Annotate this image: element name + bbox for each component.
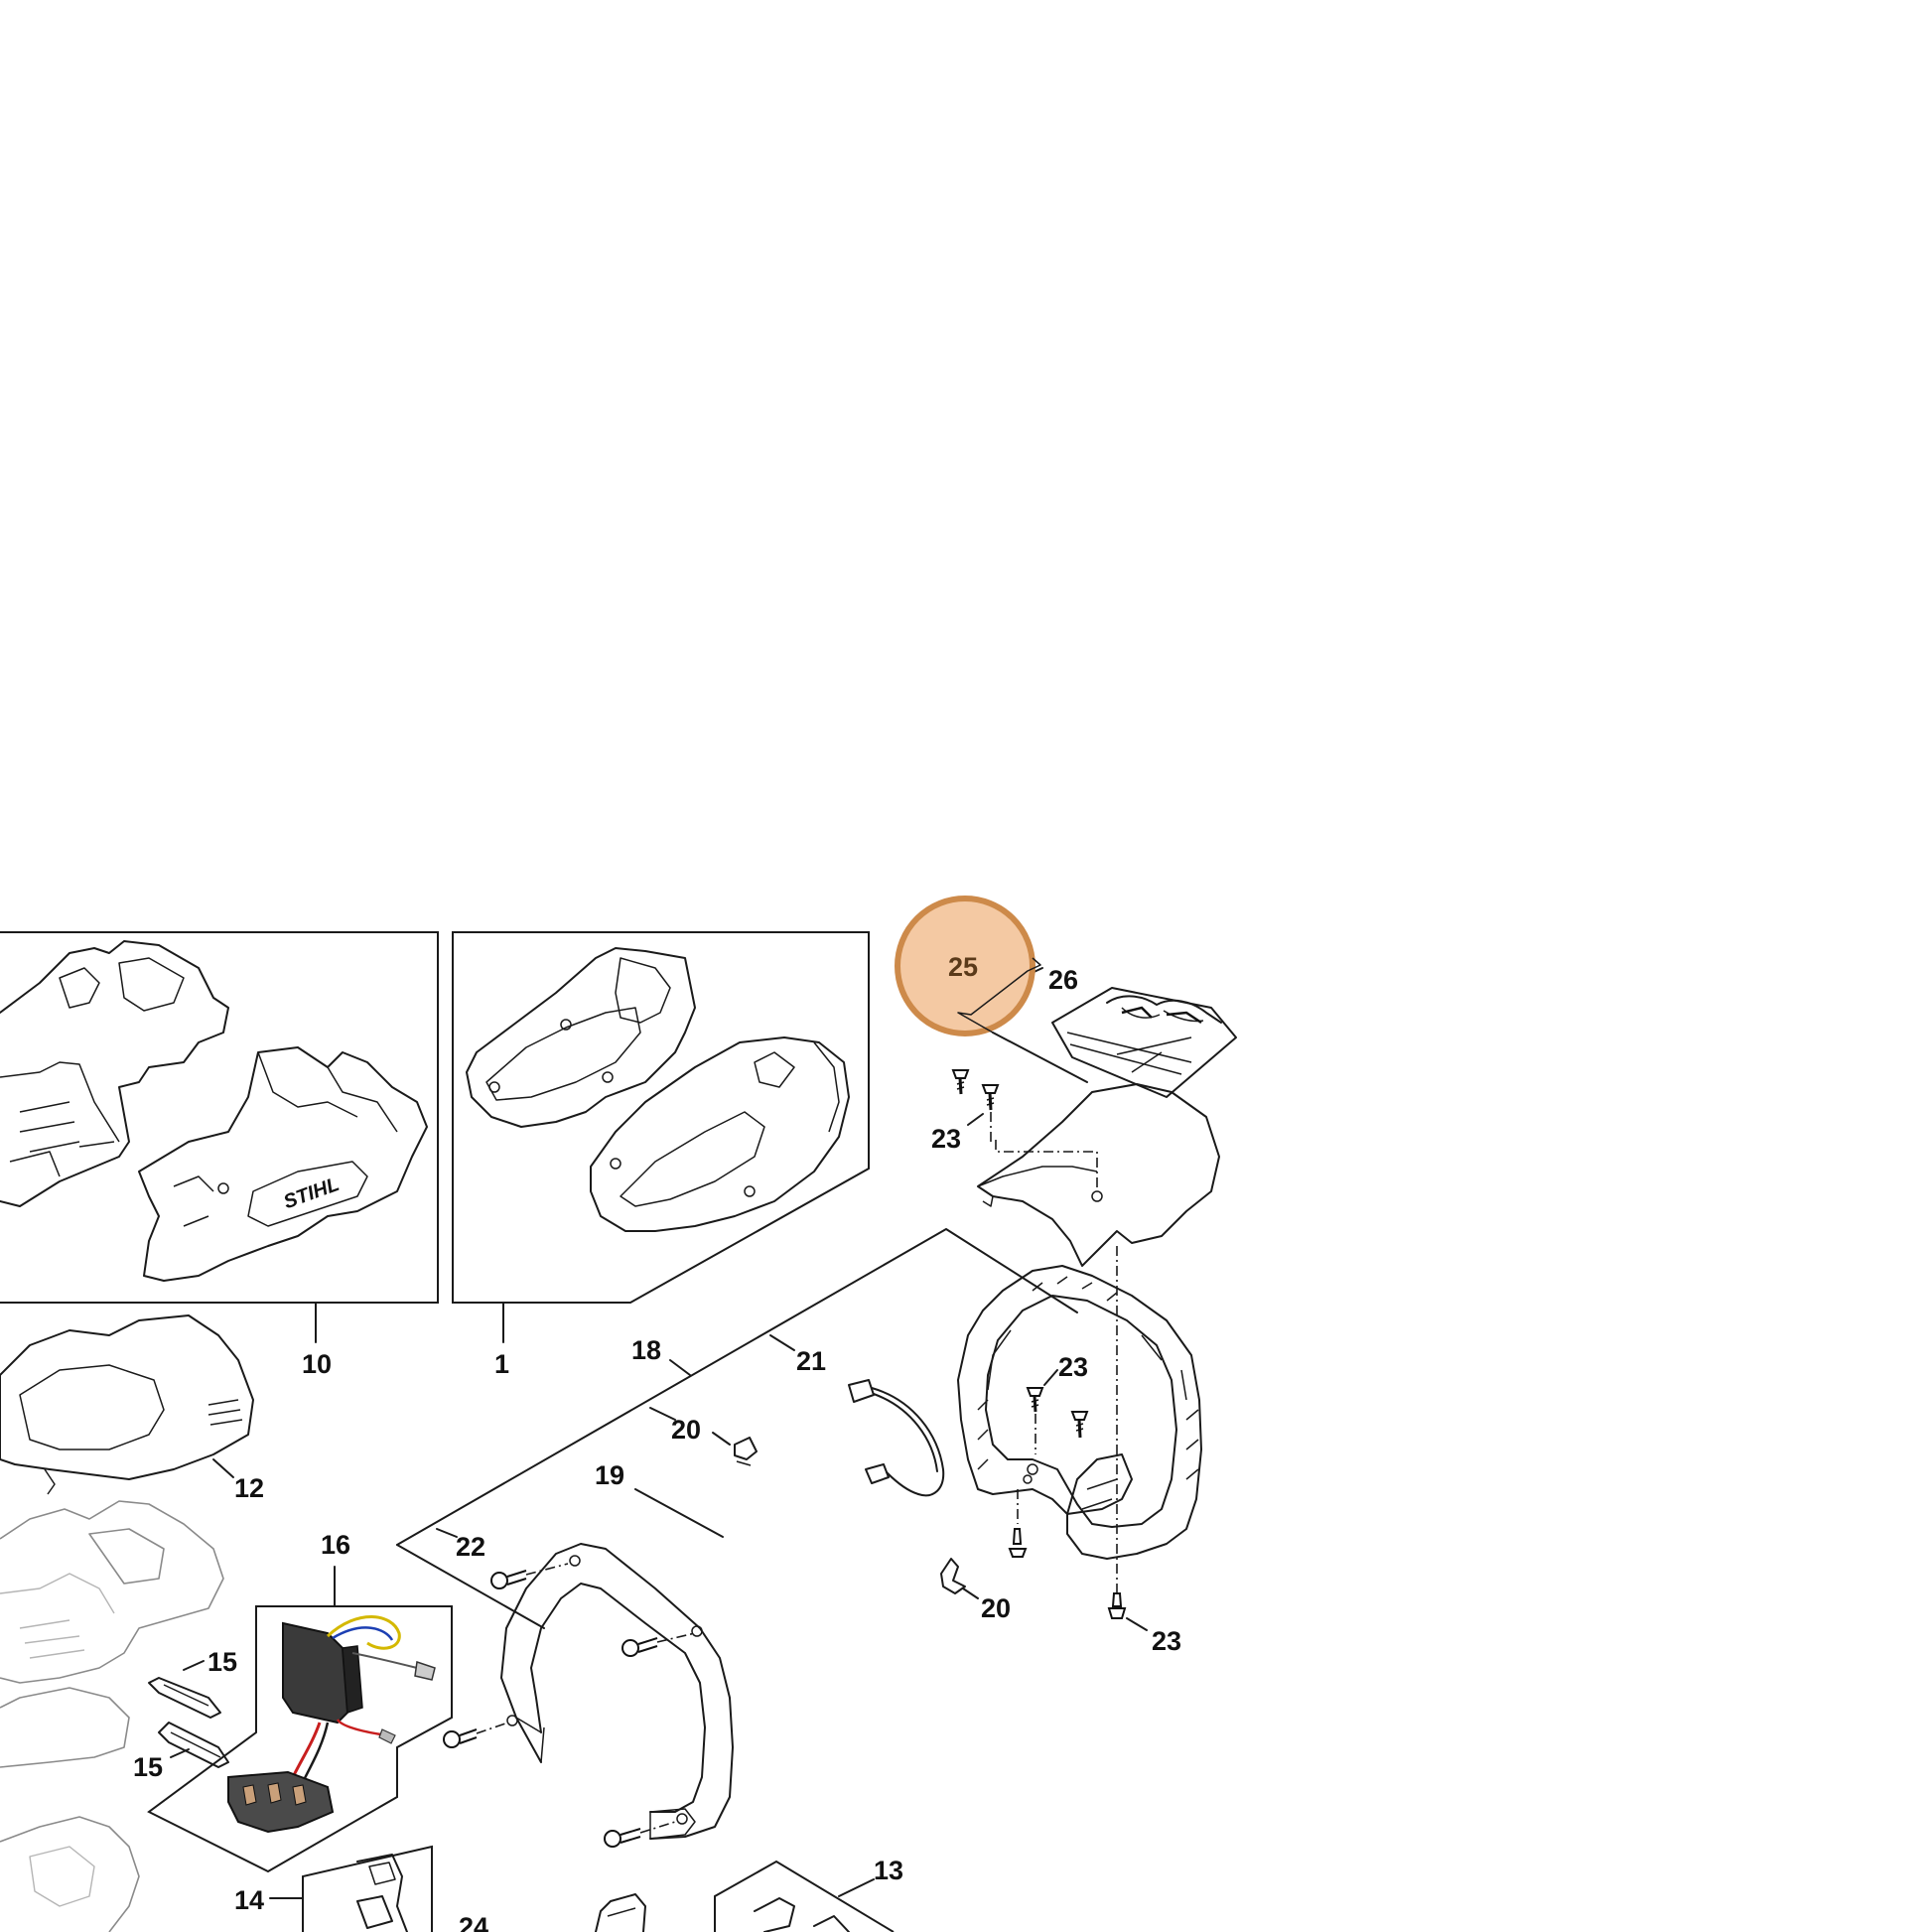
highlight-circle[interactable] <box>895 896 1035 1036</box>
part-number-25[interactable]: 25 <box>948 952 978 982</box>
part-1-handle-shell-group[interactable]: 1 <box>452 931 870 1379</box>
part-22-screw-group[interactable]: 22 <box>436 1528 696 1848</box>
screw-icon <box>490 1563 569 1589</box>
stihl-logo: STIHL <box>281 1173 343 1213</box>
screw-icon <box>951 1069 970 1095</box>
part-13-box <box>714 1860 895 1932</box>
part-20-clip-lower[interactable]: 20 <box>940 1558 1011 1623</box>
part-number-10[interactable]: 10 <box>302 1349 332 1379</box>
screw-icon <box>1008 1489 1028 1558</box>
screw-icon <box>1026 1387 1044 1454</box>
part-number-13[interactable]: 13 <box>874 1856 903 1885</box>
part-19-front-handle[interactable]: 19 <box>500 1460 734 1840</box>
part-15-clip-lower[interactable]: 15 <box>133 1722 229 1782</box>
part-10-box <box>0 931 439 1304</box>
part-23-screws-middle[interactable]: 23 <box>1008 1352 1089 1558</box>
part-number-22[interactable]: 22 <box>456 1532 485 1562</box>
part-number-15-lower[interactable]: 15 <box>133 1752 163 1782</box>
part-25-highlight[interactable]: 25 <box>895 896 1041 1036</box>
part-16-electronics-group[interactable]: 16 <box>147 1530 453 1873</box>
part-26-label-decal[interactable]: 26 <box>1027 965 1237 1098</box>
part-number-14[interactable]: 14 <box>234 1885 264 1915</box>
part-number-19[interactable]: 19 <box>595 1460 624 1490</box>
screw-icon <box>443 1722 509 1748</box>
part-24-label[interactable]: 24 <box>459 1912 488 1932</box>
part-10-housing-group[interactable]: STIHL 10 <box>0 931 439 1379</box>
screw-icon <box>981 1084 1000 1142</box>
part-16-box <box>147 1605 453 1873</box>
part-number-23-bottom[interactable]: 23 <box>1152 1626 1181 1656</box>
part-number-16[interactable]: 16 <box>321 1530 350 1560</box>
part-number-18[interactable]: 18 <box>631 1335 661 1365</box>
part-number-12[interactable]: 12 <box>234 1473 264 1503</box>
part-number-21[interactable]: 21 <box>796 1346 826 1376</box>
part-12-cover[interactable]: 12 <box>0 1314 264 1503</box>
screw-icon <box>1107 1592 1127 1619</box>
part-23-screws-top[interactable]: 23 <box>931 1069 1000 1154</box>
part-23-screw-bottom[interactable]: 23 <box>1107 1592 1181 1656</box>
screw-icon <box>604 1821 676 1848</box>
part-1-box <box>452 931 870 1304</box>
part-number-24[interactable]: 24 <box>459 1912 488 1932</box>
top-cover <box>977 1032 1220 1267</box>
part-21-cable[interactable]: 21 <box>769 1334 945 1497</box>
part-14-group[interactable]: 14 <box>234 1845 433 1932</box>
part-18-handle-assembly-outline <box>396 1228 1078 1629</box>
part-18-label[interactable]: 18 <box>631 1335 691 1376</box>
part-number-20-lower[interactable]: 20 <box>981 1593 1011 1623</box>
part-number-15-upper[interactable]: 15 <box>207 1647 237 1677</box>
rear-handle-frame <box>957 1246 1202 1593</box>
part-15-clip-upper[interactable]: 15 <box>148 1647 237 1719</box>
part-number-23-middle[interactable]: 23 <box>1058 1352 1088 1382</box>
part-14-box <box>302 1845 433 1932</box>
housing-background-left <box>0 1500 224 1932</box>
svg-text:STIHL: STIHL <box>281 1173 343 1213</box>
part-13-group[interactable]: 13 <box>595 1856 903 1932</box>
screw-icon <box>621 1632 696 1657</box>
part-number-20-upper[interactable]: 20 <box>671 1415 701 1445</box>
screw-icon <box>1070 1411 1089 1439</box>
part-number-23-top[interactable]: 23 <box>931 1124 961 1154</box>
part-number-26[interactable]: 26 <box>1048 965 1078 995</box>
part-20-clip-upper[interactable]: 20 <box>649 1407 758 1466</box>
part-number-1[interactable]: 1 <box>494 1349 509 1379</box>
